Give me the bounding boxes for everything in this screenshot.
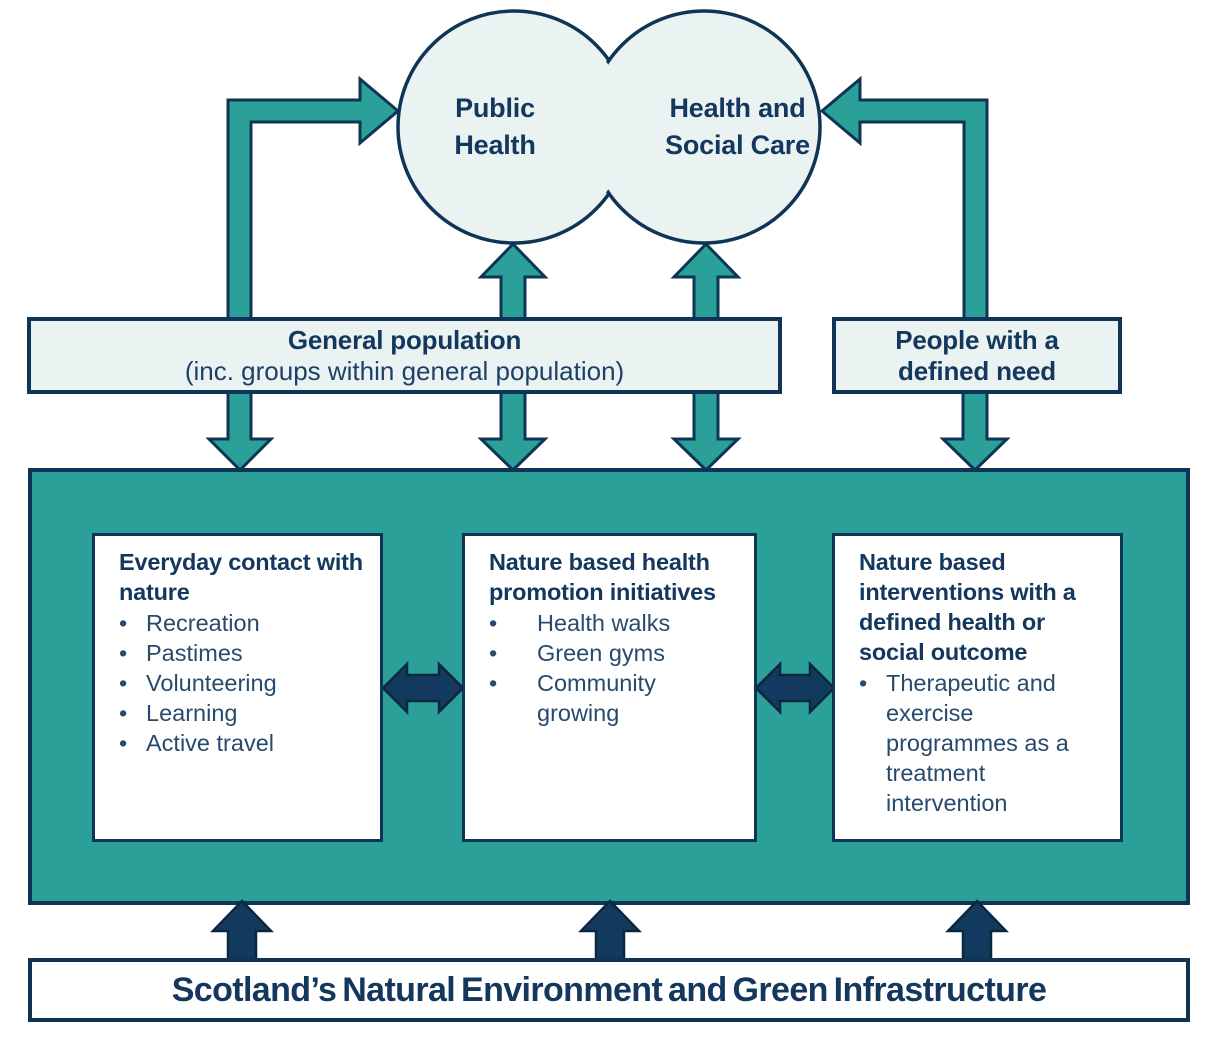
list-item: •Health walks xyxy=(489,610,671,636)
list-item: •Therapeutic and exercise programmes as … xyxy=(859,670,1069,816)
bullet-icon: • xyxy=(489,670,498,696)
down-arrow-4-icon xyxy=(939,389,1011,473)
defined-need-bar: People with a defined need xyxy=(832,317,1122,394)
bullet-icon: • xyxy=(119,610,128,636)
bullet-icon: • xyxy=(859,670,868,696)
bullet-icon: • xyxy=(489,610,498,636)
list-item: •Green gyms xyxy=(489,640,665,666)
nature-interventions-title: Nature based interventions with a define… xyxy=(859,549,1076,665)
bullet-icon: • xyxy=(119,730,128,756)
list-item: •Active travel xyxy=(119,730,274,756)
nature-interventions-list: •Therapeutic and exercise programmes as … xyxy=(859,668,1108,818)
general-population-subtitle: (inc. groups within general population) xyxy=(184,355,625,386)
down-arrow-3-icon xyxy=(670,389,742,473)
footer-up-arrow-1-icon xyxy=(210,899,274,961)
circle-overlap-cover xyxy=(401,14,627,240)
health-promotion-box: Nature based health promotion initiative… xyxy=(462,533,757,842)
bullet-icon: • xyxy=(119,640,128,666)
health-social-care-label: Health and Social Care xyxy=(665,93,810,160)
general-population-bar: General population (inc. groups within g… xyxy=(27,317,782,394)
bullet-icon: • xyxy=(119,700,128,726)
down-arrow-1-icon xyxy=(205,389,275,473)
elbow-arrow-right-icon xyxy=(819,75,989,324)
down-arrow-2-icon xyxy=(477,389,549,473)
bullet-icon: • xyxy=(489,640,498,666)
everyday-contact-box: Everyday contact with nature •Recreation… xyxy=(92,533,383,842)
footer-up-arrow-2-icon xyxy=(578,899,642,961)
public-health-label: Public Health xyxy=(454,93,536,160)
elbow-arrow-left-icon xyxy=(226,75,401,324)
list-item: •Learning xyxy=(119,700,238,726)
health-promotion-list: •Health walks •Green gyms •Community gro… xyxy=(489,608,742,728)
footer-up-arrow-3-icon xyxy=(945,899,1009,961)
footer-box: Scotland’s Natural Environment and Green… xyxy=(28,958,1190,1022)
list-item: •Recreation xyxy=(119,610,260,636)
defined-need-label: People with a defined need xyxy=(895,324,1059,386)
nature-interventions-box: Nature based interventions with a define… xyxy=(832,533,1123,842)
footer-title: Scotland’s Natural Environment and Green… xyxy=(171,970,1047,1009)
bullet-icon: • xyxy=(119,670,128,696)
general-population-title: General population xyxy=(287,324,522,355)
health-promotion-title: Nature based health promotion initiative… xyxy=(489,549,716,605)
up-arrow-right-icon xyxy=(670,241,742,324)
up-arrow-left-icon xyxy=(477,241,549,324)
everyday-contact-title: Everyday contact with nature xyxy=(119,549,363,605)
list-item: •Volunteering xyxy=(119,670,277,696)
everyday-contact-list: •Recreation •Pastimes •Volunteering •Lea… xyxy=(119,608,368,758)
list-item: •Pastimes xyxy=(119,640,243,666)
list-item: •Community growing xyxy=(489,670,656,726)
